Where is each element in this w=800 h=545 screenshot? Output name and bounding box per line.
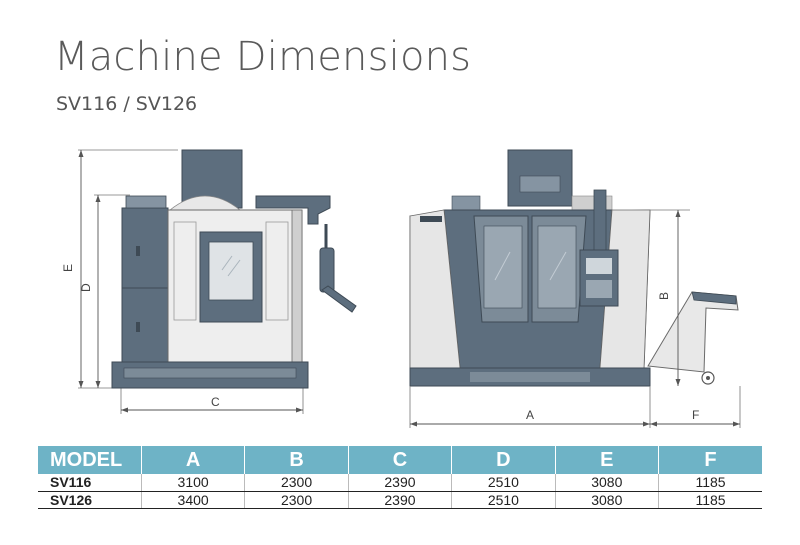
dimension-label-c: C [211,395,220,409]
column-header-c: C [348,446,453,474]
column-header-f: F [658,446,762,474]
table-cell: 2390 [348,474,453,492]
dimension-label-f: F [692,408,699,422]
specification-table: MODEL A B C D E F SV116 3100 2300 2390 2… [38,446,762,509]
page-title: Machine Dimensions [54,34,472,80]
table-cell: 3080 [555,474,660,492]
column-header-a: A [141,446,246,474]
table-cell: 3400 [141,491,246,509]
table-cell: 3100 [141,474,246,492]
dimension-label-b: B [657,292,671,300]
table-cell: 2390 [348,491,453,509]
machine-dimension-drawing: E D C [61,149,741,428]
dimension-label-e: E [61,264,75,272]
table-cell: 2300 [244,491,349,509]
table-header-row: MODEL A B C D E F [38,446,762,474]
page-subtitle: SV116 / SV126 [56,93,198,115]
dimension-label-a: A [526,408,534,422]
column-header-d: D [451,446,556,474]
table-cell: 1185 [658,474,762,492]
table-cell: 3080 [555,491,660,509]
table-cell: 1185 [658,491,762,509]
column-header-b: B [244,446,349,474]
table-row: SV116 3100 2300 2390 2510 3080 1185 [38,474,762,492]
table-row: SV126 3400 2300 2390 2510 3080 1185 [38,491,762,509]
table-cell: 2510 [451,474,556,492]
column-header-e: E [555,446,660,474]
table-cell-model: SV126 [38,491,142,509]
table-cell: 2510 [451,491,556,509]
table-cell-model: SV116 [38,474,142,492]
front-view: B A F [409,149,741,428]
table-cell: 2300 [244,474,349,492]
dimension-label-d: D [79,283,93,292]
column-header-model: MODEL [38,446,142,474]
side-view: E D C [61,149,357,414]
